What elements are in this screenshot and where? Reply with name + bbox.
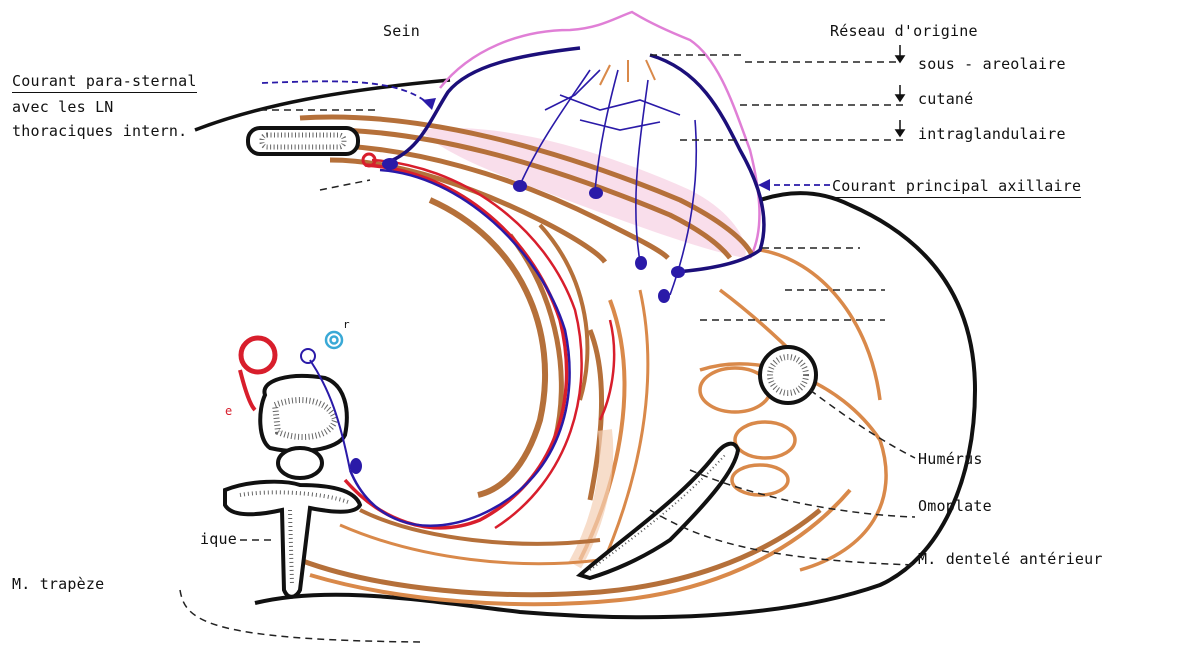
label-reseau-origine: Réseau d'origine [830, 22, 978, 40]
label-intraglandulaire: intraglandulaire [918, 125, 1066, 143]
cyan-vessel [326, 332, 342, 348]
label-m-trapeze: M. trapèze [12, 575, 104, 593]
label-humerus: Humérus [918, 450, 983, 468]
vertebra-bone [225, 376, 360, 597]
label-sous-areolaire: sous - areolaire [918, 55, 1066, 73]
label-sein: Sein [383, 22, 420, 40]
label-courant-principal-axillaire: Courant principal axillaire [832, 177, 1081, 198]
para-sternal-arrow-head [422, 98, 436, 110]
label-courant-para-sternal: Courant para-sternal [12, 72, 197, 93]
scapula-muscles [700, 250, 886, 570]
label-cut-r: r [343, 316, 350, 334]
label-cut-e: e [225, 402, 232, 420]
label-avec-les-ln: avec les LN [12, 98, 114, 116]
label-ique: ique [200, 530, 237, 548]
thoracic-wall [430, 200, 648, 570]
label-cutane: cutané [918, 90, 973, 108]
label-m-dentele: M. dentelé antérieur [918, 550, 1103, 568]
label-thoraciques-intern: thoraciques intern. [12, 122, 187, 140]
back-muscles [300, 490, 850, 604]
axillary-arrow-head [758, 179, 770, 191]
label-omoplate: Omoplate [918, 497, 992, 515]
areolar-vessels [600, 60, 655, 85]
reseau-arrows [896, 45, 904, 136]
